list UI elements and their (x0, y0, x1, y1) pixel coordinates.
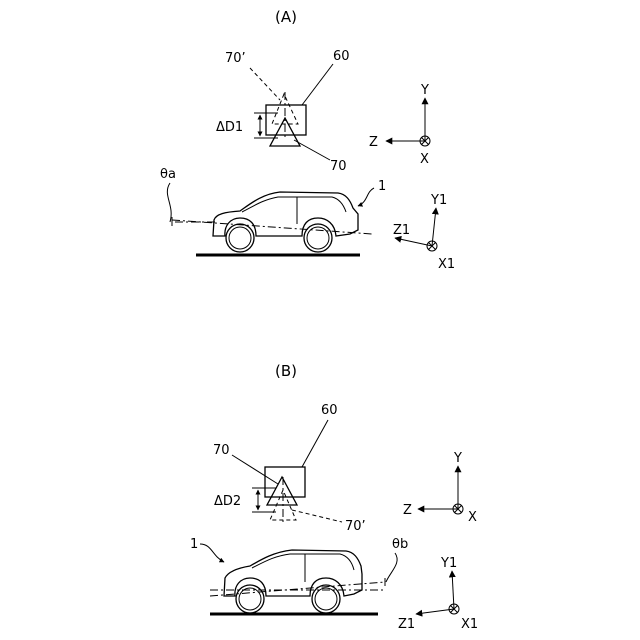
axis-y-b: Y (453, 451, 462, 466)
axis-x1-b: X1 (461, 617, 478, 632)
label-vehicle-b: 1 (190, 537, 198, 552)
vehicle-a (172, 192, 372, 255)
label-delta-d2: ΔD2 (214, 494, 241, 509)
label-60: 60 (333, 49, 350, 64)
leader-70prime (250, 68, 280, 100)
leader-vehicle-a (358, 188, 374, 206)
leader-70prime-b (292, 510, 342, 522)
vehicle-axes-b: Y1 Z1 X1 (398, 556, 478, 632)
label-70prime: 70’ (225, 51, 246, 66)
leader-60-b (302, 420, 328, 467)
axis-z-b: Z (403, 503, 412, 518)
axis-x-b: X (468, 510, 477, 525)
panel-b-caption: (B) (275, 362, 297, 380)
leader-60 (302, 64, 333, 105)
axis-z-a: Z (369, 135, 378, 150)
label-theta-b: θb (392, 537, 408, 552)
panel-a: (A) 60 70’ 70 ΔD1 Y Z X (160, 8, 455, 272)
leader-theta-a (167, 183, 171, 222)
panel-b: (B) 60 70 70’ ΔD2 Y Z X 1 θb (190, 362, 478, 632)
label-theta-a: θa (160, 167, 176, 182)
world-axes-a: Y Z X (369, 83, 430, 167)
panel-a-caption: (A) (275, 8, 297, 26)
label-delta-d1: ΔD1 (216, 120, 243, 135)
axis-x-a: X (420, 152, 429, 167)
world-axes-b: Y Z X (403, 451, 477, 525)
axis-z1-b: Z1 (398, 617, 415, 632)
leader-vehicle-b (200, 544, 224, 562)
leader-70-b (232, 455, 278, 484)
axis-y-a: Y (420, 83, 429, 98)
leader-theta-b (386, 553, 397, 582)
axis-x1-a: X1 (438, 257, 455, 272)
virtual-image-70-b (267, 477, 297, 505)
axis-y1-a: Y1 (430, 193, 447, 208)
label-70: 70 (330, 159, 347, 174)
leader-70 (294, 140, 330, 160)
vehicle-axes-a: Y1 Z1 X1 (393, 193, 455, 272)
axis-y1-b: Y1 (440, 556, 457, 571)
vehicle-b (210, 550, 385, 614)
axis-z1-a: Z1 (393, 223, 410, 238)
label-70-b: 70 (213, 443, 230, 458)
label-70prime-b: 70’ (345, 519, 366, 534)
label-vehicle-a: 1 (378, 179, 386, 194)
label-60-b: 60 (321, 403, 338, 418)
